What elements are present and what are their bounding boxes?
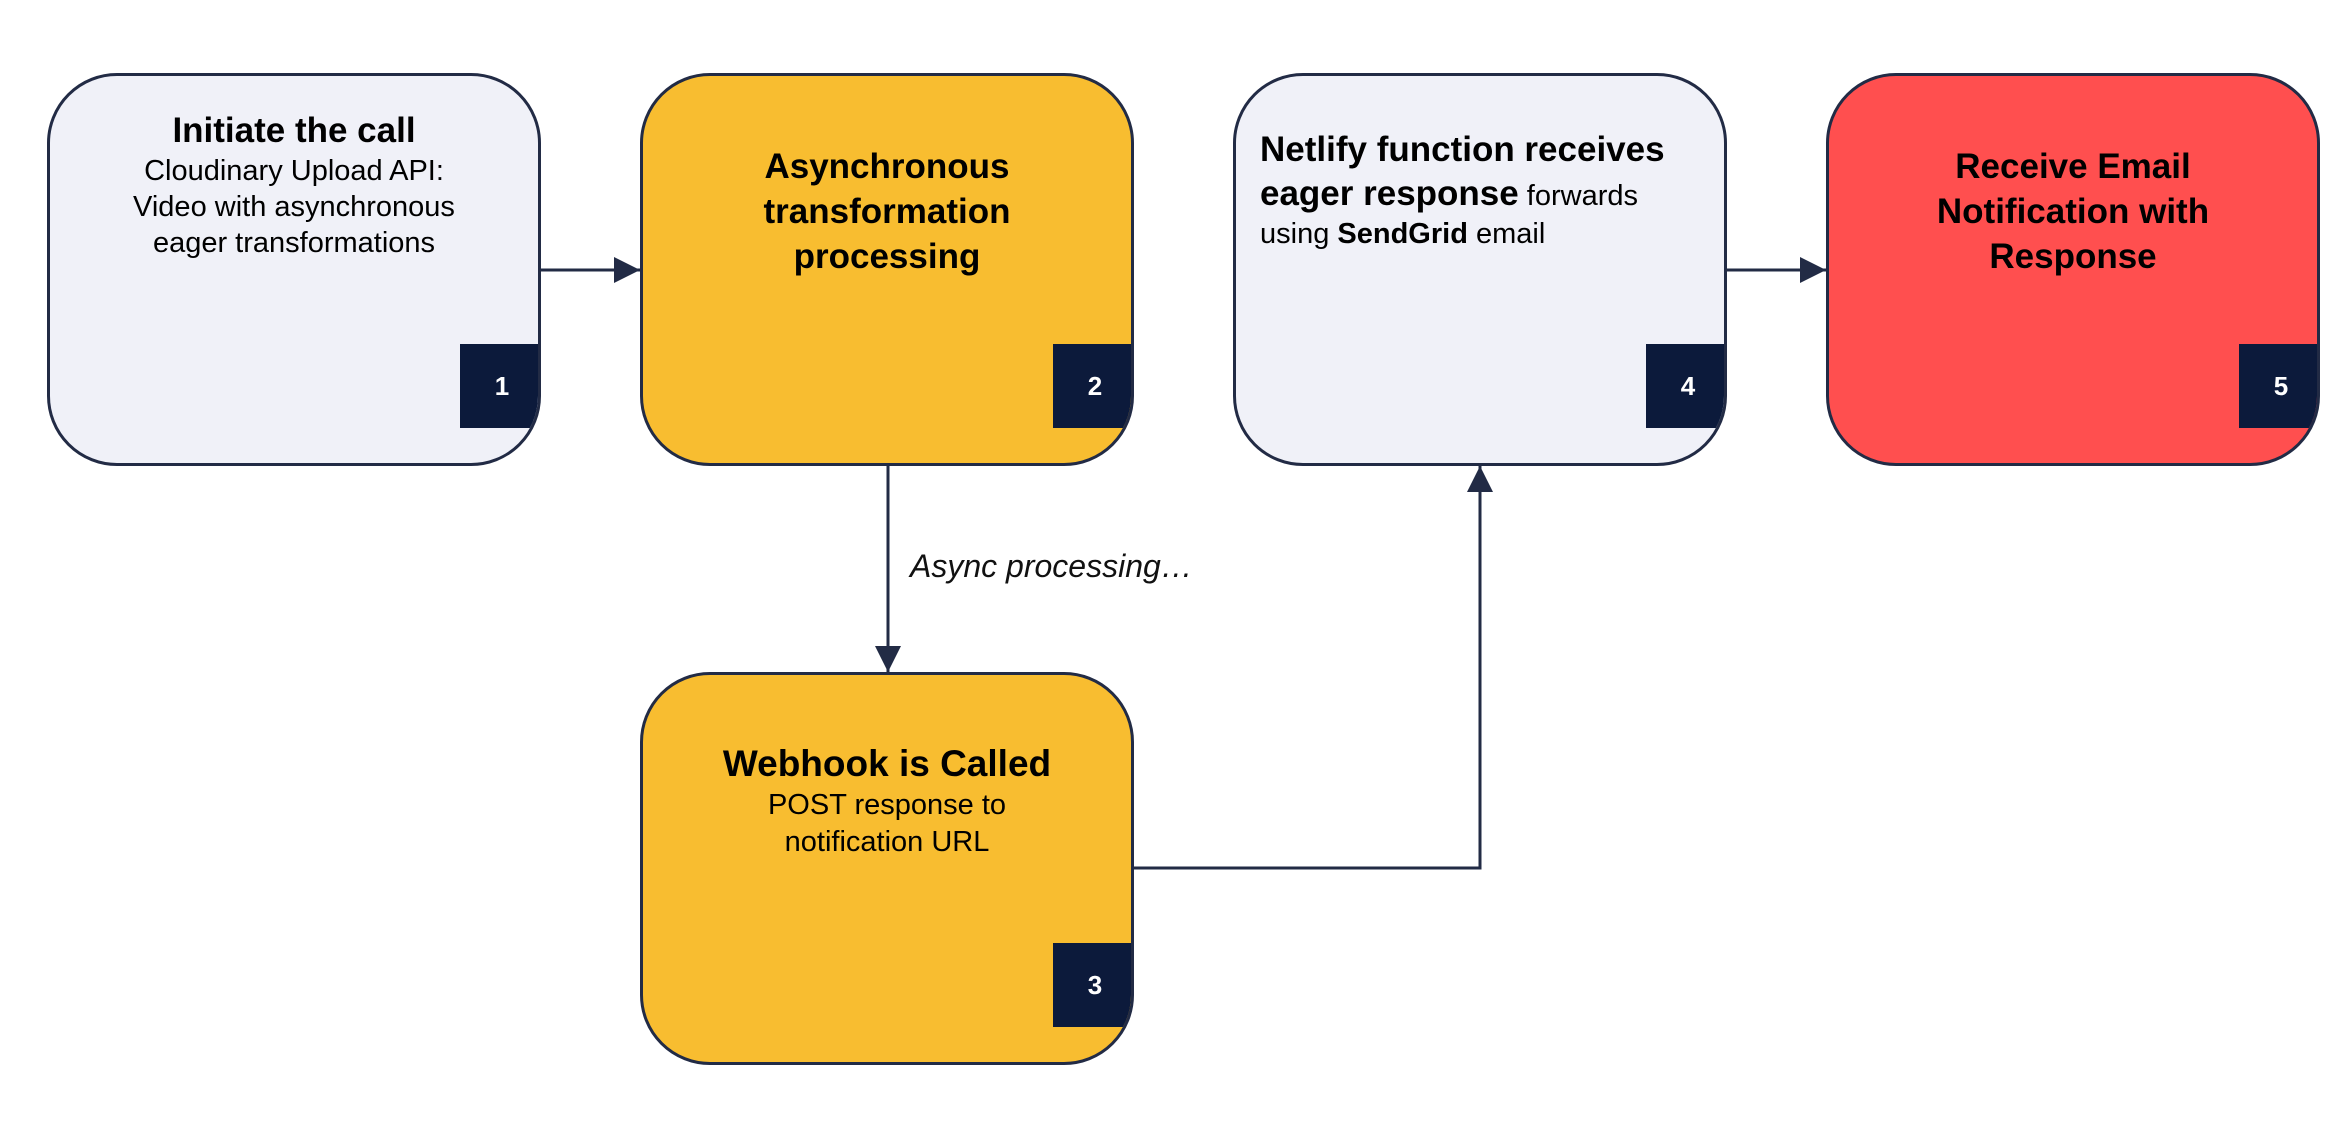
edge-3-to-4 xyxy=(1134,466,1493,870)
initiate-call-line-2: Video with asynchronous xyxy=(133,191,455,223)
webhook-called-box: Webhook is Called POST response to notif… xyxy=(640,672,1134,1065)
netlify-line-2: eager response forwards xyxy=(1260,172,1704,216)
receive-email-title-1: Receive Email xyxy=(1955,147,2191,186)
netlify-forwards-text: forwards xyxy=(1518,179,1639,212)
async-processing-label: Async processing… xyxy=(910,548,1193,584)
initiate-call-line-3: eager transformations xyxy=(152,227,436,260)
step-badge-1: 1 xyxy=(460,344,538,428)
netlify-eager-response: eager response xyxy=(1260,173,1519,213)
async-transformation-title-1: Asynchronous xyxy=(764,147,1010,186)
initiate-call-box: Initiate the call Cloudinary Upload API:… xyxy=(47,73,541,466)
step-badge-4: 4 xyxy=(1646,344,1724,428)
webhook-title: Webhook is Called xyxy=(722,743,1052,784)
async-transformation-title-3: processing xyxy=(793,237,981,276)
netlify-email-text: email xyxy=(1467,217,1546,250)
netlify-using-text: using xyxy=(1260,217,1338,250)
step-badge-5: 5 xyxy=(2239,344,2317,428)
netlify-sendgrid-text: SendGrid xyxy=(1337,217,1468,250)
receive-email-title-2: Notification with xyxy=(1936,192,2210,231)
netlify-title-line-1: Netlify function receives xyxy=(1260,130,1665,169)
webhook-line-2: notification URL xyxy=(784,825,990,858)
step-badge-2: 2 xyxy=(1053,344,1131,428)
initiate-call-line-1: Cloudinary Upload API: xyxy=(144,154,444,187)
netlify-line-3: using SendGrid email xyxy=(1260,216,1704,252)
netlify-function-box: Netlify function receives eager response… xyxy=(1233,73,1727,466)
async-transformation-title-2: transformation xyxy=(763,192,1011,231)
receive-email-box: Receive Email Notification with Response… xyxy=(1826,73,2320,466)
webhook-line-1: POST response to xyxy=(767,789,1007,822)
async-transformation-box: Asynchronous transformation processing 2 xyxy=(640,73,1134,466)
initiate-call-title: Initiate the call xyxy=(172,111,416,150)
receive-email-title-3: Response xyxy=(1989,237,2157,276)
step-badge-3: 3 xyxy=(1053,943,1131,1027)
